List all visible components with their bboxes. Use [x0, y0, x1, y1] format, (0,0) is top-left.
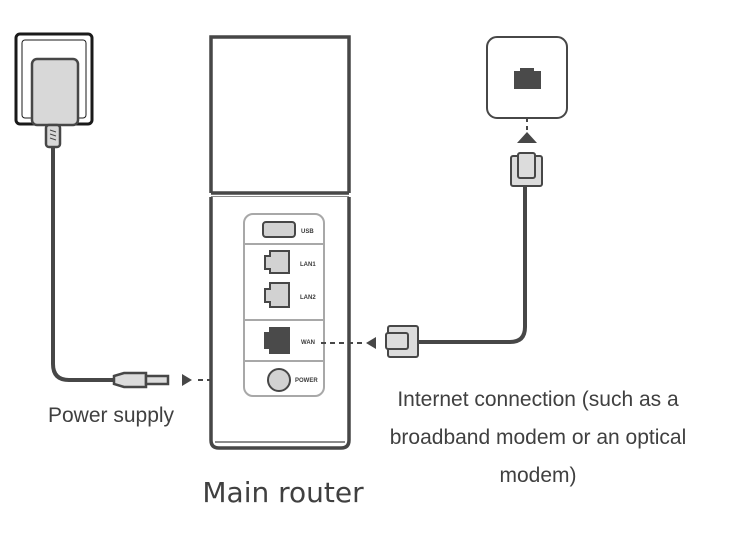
- port-power-label: POWER: [295, 378, 318, 384]
- port-lan1-label: LAN1: [300, 262, 316, 268]
- port-lan2-label: LAN2: [300, 295, 316, 301]
- internet-connection-label: Internet connection (such as a broadband…: [389, 388, 687, 487]
- ethernet-plug-wan-icon: [385, 325, 419, 358]
- internet-wall-socket-icon: [486, 36, 568, 119]
- power-cable: [51, 147, 114, 382]
- power-adapter-icon: [30, 57, 80, 149]
- port-usb: USB: [262, 221, 314, 238]
- internet-cable: [418, 187, 527, 344]
- port-lan2: LAN2: [264, 282, 316, 308]
- power-supply-label: Power supply: [48, 404, 175, 427]
- arrow-right-icon: [182, 374, 192, 386]
- dc-plug-icon: [112, 371, 170, 389]
- port-power: POWER: [267, 368, 318, 392]
- arrow-up-icon: [517, 132, 537, 143]
- port-wan-label: WAN: [301, 340, 315, 346]
- ethernet-plug-wall-icon: [510, 152, 543, 187]
- arrow-left-icon: [366, 337, 376, 349]
- port-lan1: LAN1: [264, 250, 316, 274]
- main-router-label: Main router: [202, 476, 364, 509]
- port-usb-label: USB: [301, 229, 314, 235]
- port-wan: WAN: [264, 327, 315, 354]
